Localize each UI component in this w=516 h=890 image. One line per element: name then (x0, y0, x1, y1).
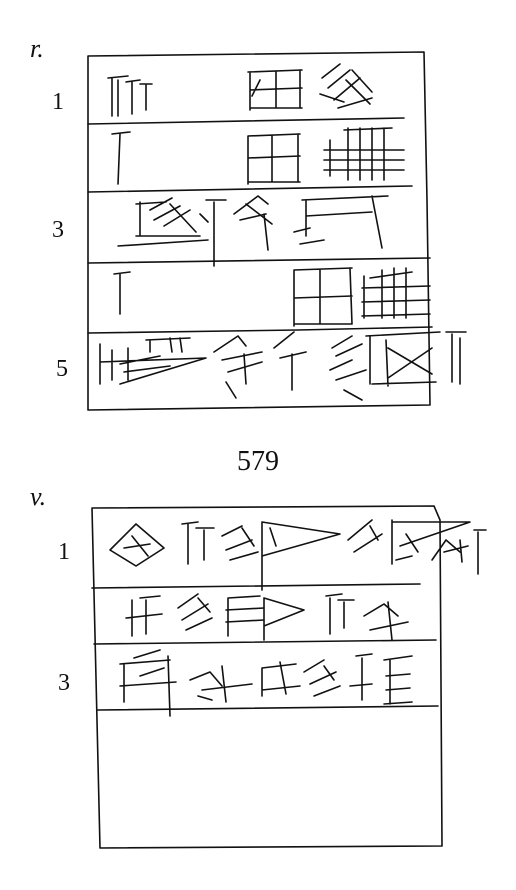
reverse-line-2-signs (125, 593, 409, 641)
reverse-line-number: 3 (58, 670, 70, 696)
obverse-line-number: 3 (52, 217, 64, 243)
obverse-side-label: r. (30, 34, 44, 63)
obverse-line-2-signs (111, 127, 405, 185)
reverse-line-1-signs (109, 519, 487, 591)
reverse-side-label: v. (30, 482, 47, 511)
obverse-line-5-signs (99, 331, 467, 401)
reverse-line-number: 1 (58, 539, 70, 565)
obverse-line-number: 5 (56, 356, 68, 382)
obverse-line-1-signs (107, 63, 373, 117)
obverse-tablet-outline (87, 51, 433, 411)
obverse-line-4-signs (113, 267, 431, 327)
reverse-tablet-outline (91, 505, 443, 849)
obverse-line-number: 1 (52, 89, 64, 115)
catalog-number: 579 (237, 446, 279, 477)
reverse-line-3-signs (119, 649, 413, 717)
obverse-line-3-signs (117, 195, 389, 267)
